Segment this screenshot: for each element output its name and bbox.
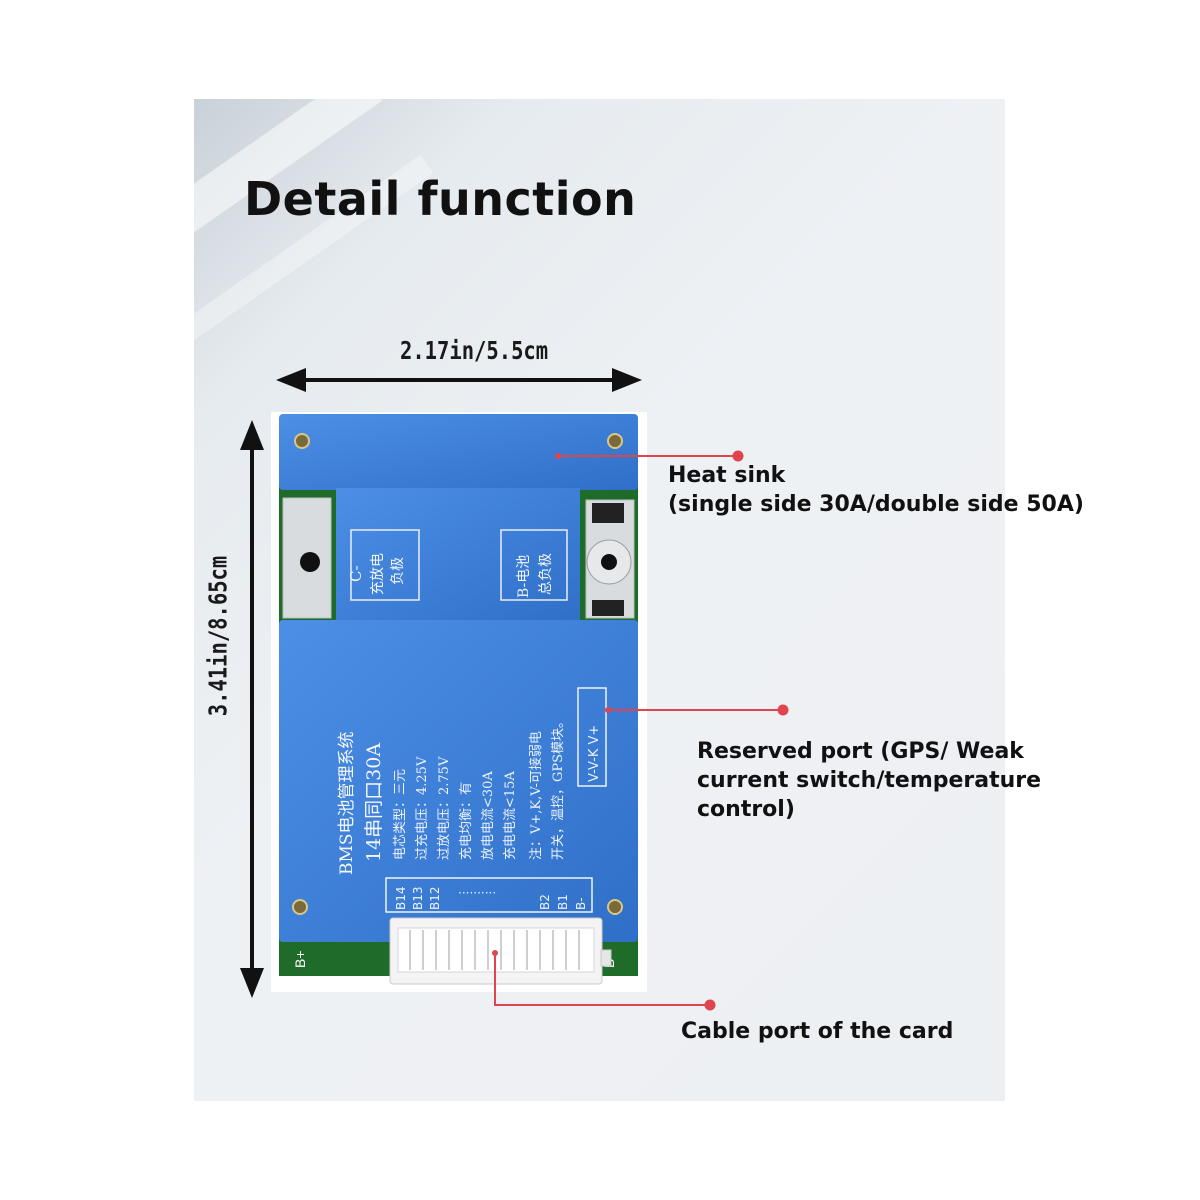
heat-sink-top: [279, 414, 638, 490]
pin-label: B12: [428, 886, 442, 910]
callout-line-heat-sink: [555, 450, 744, 462]
pin-label: B1: [556, 894, 570, 910]
pin-label: B13: [411, 886, 425, 910]
reserved-port-box: [577, 687, 607, 787]
spec-line: 注：V+,K,V-可接弱电: [528, 731, 544, 860]
board-heading: BMS电池管理系统: [337, 731, 357, 875]
spec-line: 电芯类型：三元: [393, 769, 408, 860]
pin-label: B2: [538, 894, 552, 910]
mounting-hole: [601, 554, 617, 570]
spec-lines: 电芯类型：三元 过充电压：4.25V 过放电压：2.75V 充电均衡：有 放电电…: [393, 715, 566, 860]
callout-line-reserved-port: [605, 704, 789, 716]
board-subheading: 14串同口30A: [363, 743, 385, 862]
spec-line: 充电电流<15A: [502, 771, 518, 860]
heat-sink-middle: C- 充放电 负极 B-电池 总负极: [336, 488, 580, 623]
spec-line: 充电均衡：有: [458, 782, 474, 860]
spec-line: 过充电压：4.25V: [414, 756, 430, 860]
width-dimension-label: 2.17in/5.5cm: [400, 336, 549, 365]
pin-label-box: [385, 877, 593, 913]
heat-sink-callout: Heat sink (single side 30A/double side 5…: [668, 463, 1084, 517]
reserved-port-callout: Reserved port (GPS/ Weak current switch/…: [697, 739, 1042, 822]
pin-labels: B14 B13 B12 ·········· B2 B1 B-: [394, 886, 588, 910]
pcb-b-plus-label: B+: [292, 950, 308, 968]
heat-sink-main: BMS电池管理系统 14串同口30A 电芯类型：三元 过充电压：4.25V 过放…: [279, 620, 638, 942]
spec-line: 开关，温控，GPS模块。: [551, 715, 566, 860]
spec-line: 过放电压：2.75V: [437, 756, 452, 860]
reserved-port-label: V-V-K V+: [587, 725, 602, 782]
cable-port-callout: Cable port of the card: [681, 1019, 954, 1044]
b-minus-sub: 总负极: [538, 553, 554, 595]
cable-connector: [389, 917, 612, 985]
pin-label: B14: [394, 886, 408, 910]
page-title: Detail function: [244, 172, 637, 226]
width-dimension-arrow: [276, 368, 642, 392]
c-minus-sub2: 负极: [390, 557, 406, 585]
height-dimension-arrow: [240, 420, 264, 998]
pin-label: B-: [574, 897, 588, 910]
callout-line-cable-port: [492, 950, 716, 1011]
height-dimension-label: 3.41in/8.65cm: [203, 555, 233, 717]
spec-line: 放电电流<30A: [481, 771, 496, 860]
b-minus-label: B-电池: [516, 555, 532, 598]
mounting-hole: [300, 552, 320, 572]
c-minus-sub1: 充放电: [370, 553, 386, 595]
pin-label-dots: ··········: [458, 886, 496, 900]
c-minus-label: C-: [347, 565, 365, 582]
